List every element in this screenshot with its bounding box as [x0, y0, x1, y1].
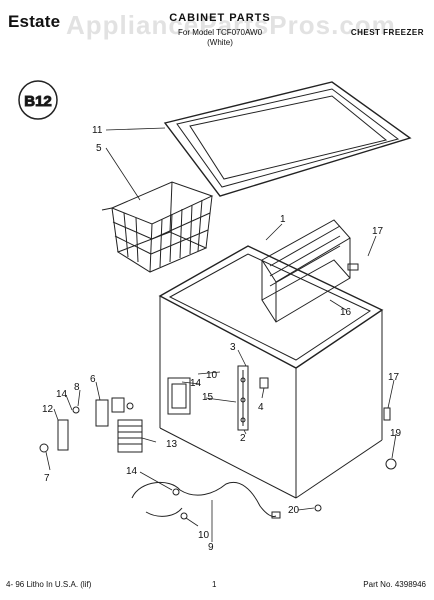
model-line: For Model TCF070AW0 — [177, 28, 263, 37]
part-number: Part No. 4398946 — [363, 580, 426, 589]
screw-part-20 — [314, 504, 322, 512]
callout-13: 13 — [166, 439, 178, 450]
page-title: CABINET PARTS — [169, 12, 271, 24]
callout-14-upper: 14 — [190, 378, 202, 389]
callout-5: 5 — [96, 143, 102, 154]
callout-19: 19 — [390, 428, 402, 439]
wire-harness-part — [131, 481, 281, 520]
plug-part-7 — [39, 443, 49, 453]
callout-3: 3 — [230, 342, 236, 353]
product-type: CHEST FREEZER — [350, 28, 424, 37]
color-line: (White) — [207, 38, 233, 47]
hinge-bracket-part — [237, 365, 269, 431]
page-header: Estate AppliancePartsPros.com CABINET PA… — [0, 6, 434, 52]
callout-8: 8 — [74, 382, 80, 393]
page-number: 1 — [212, 580, 217, 589]
callout-12: 12 — [42, 404, 54, 415]
callout-6: 6 — [90, 374, 96, 385]
callout-16: 16 — [340, 307, 352, 318]
brand-logo: Estate — [8, 12, 61, 31]
grille-part — [117, 419, 143, 453]
basket-part — [101, 181, 214, 273]
callout-labels: 11 5 1 17 16 3 10 14 6 8 14 12 15 4 17 2… — [42, 125, 402, 553]
callout-11: 11 — [92, 125, 103, 136]
callout-14-lower: 14 — [126, 466, 138, 477]
callout-1: 1 — [280, 214, 286, 225]
callout-17-upper: 17 — [372, 226, 384, 237]
callout-17-lower: 17 — [388, 372, 400, 383]
callout-20: 20 — [288, 505, 300, 516]
leader-lines — [45, 127, 397, 542]
callout-7: 7 — [44, 473, 50, 484]
callout-10-upper: 10 — [206, 370, 218, 381]
lid-gasket-part — [163, 81, 412, 197]
callout-14-left: 14 — [56, 389, 68, 400]
clip-part-17-upper — [347, 263, 359, 271]
callout-9: 9 — [208, 542, 214, 553]
clip-part-17-lower — [383, 407, 391, 421]
cabinet-part — [158, 245, 384, 499]
thermostat-part — [57, 397, 134, 451]
litho-note: 4- 96 Litho In U.S.A. (lif) — [6, 580, 92, 589]
callout-10-lower: 10 — [198, 530, 210, 541]
page-footer: 4- 96 Litho In U.S.A. (lif) 1 Part No. 4… — [0, 580, 434, 594]
callout-2: 2 — [240, 433, 246, 444]
callout-4: 4 — [258, 402, 264, 413]
model-badge: B12 — [18, 80, 58, 120]
divider-part — [261, 219, 351, 323]
leveling-foot-part-19 — [385, 458, 397, 470]
callout-15: 15 — [202, 392, 214, 403]
watermark: AppliancePartsPros.com — [66, 10, 396, 40]
badge-label: B12 — [24, 93, 52, 110]
